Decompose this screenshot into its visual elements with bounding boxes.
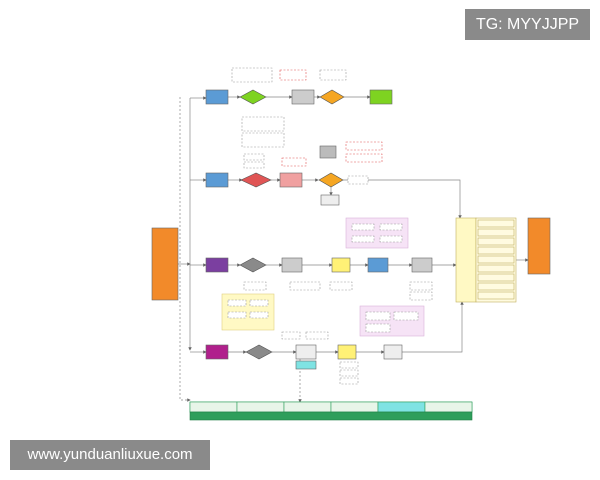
yellow-note-b (249, 299, 269, 307)
watermark-top: TG: MYYJJPP (465, 9, 590, 40)
row2-check (318, 172, 344, 188)
row4-step-c (383, 344, 403, 360)
row2-box-bottom (320, 194, 340, 206)
row3-note-e (243, 281, 267, 291)
row4-step-a (295, 344, 317, 360)
row3-note-f (289, 281, 321, 291)
source-box (151, 227, 179, 301)
row3-note-h (409, 281, 433, 291)
row3-note-c (351, 235, 375, 243)
lower-pink-c (365, 323, 391, 333)
bottom-bar-cell (424, 401, 473, 413)
right-list-item (477, 219, 515, 228)
output-box (527, 217, 551, 275)
lower-pink-a (365, 311, 391, 321)
row2-note-2 (241, 132, 285, 148)
row1-start (205, 89, 229, 105)
row3-step-b (331, 257, 351, 273)
row4-decision (245, 344, 273, 360)
row4-note-c (339, 361, 359, 369)
row1-check (319, 89, 345, 105)
yellow-note-c (227, 311, 247, 319)
row2-note-3 (243, 153, 265, 161)
row4-note-b (305, 331, 329, 340)
row3-note-i (409, 291, 433, 301)
flow-nodes (151, 67, 551, 421)
bottom-bar-cell (330, 401, 379, 413)
row2-note-1 (241, 116, 285, 132)
right-list-item (477, 246, 515, 255)
right-list-item (477, 273, 515, 282)
row3-decision (239, 257, 267, 273)
row4-to-right-col (402, 301, 464, 353)
right-list-item (477, 255, 515, 264)
right-stack-frame (455, 217, 477, 303)
row2-step (279, 172, 303, 188)
bottom-bar-cell (283, 401, 332, 413)
bottom-bar-dark (189, 411, 473, 421)
row4-cyan-tag (295, 360, 317, 370)
row3-step-c (367, 257, 389, 273)
row2-note-5 (281, 157, 307, 167)
row1-note-2 (279, 69, 307, 81)
row2-note-6 (345, 141, 383, 151)
row3-note-a (351, 223, 375, 231)
row1-note-3 (319, 69, 347, 81)
flow-connectors (178, 95, 529, 403)
bottom-bar-cell (189, 401, 238, 413)
row3-step-a (281, 257, 303, 273)
row2-to-right-col (343, 179, 462, 219)
lower-pink-b (393, 311, 419, 321)
row2-note-4 (243, 161, 265, 169)
row4-note-e (339, 377, 359, 385)
bottom-bar-cell (377, 401, 426, 413)
row3-note-g (329, 281, 353, 291)
row1-note-1 (231, 67, 273, 83)
watermark-bottom: www.yunduanliuxue.com (10, 440, 210, 470)
row3-start (205, 257, 229, 273)
row4-step-b (337, 344, 357, 360)
row2-box-top (319, 145, 337, 159)
row3-pink-note (345, 217, 409, 249)
row3-step-d (411, 257, 433, 273)
right-list-item (477, 228, 515, 237)
row3-note-b (379, 223, 403, 231)
outer-dashed-loop (179, 97, 191, 402)
row3-note-d (379, 235, 403, 243)
lower-pink-note (359, 305, 425, 337)
row2-note-8 (347, 175, 369, 185)
yellow-note-a (227, 299, 247, 307)
row1-decision (239, 89, 267, 105)
row2-start (205, 172, 229, 188)
row4-note-a (281, 331, 301, 340)
row4-start (205, 344, 229, 360)
bottom-bar-cell (236, 401, 285, 413)
yellow-note-d (249, 311, 269, 319)
row2-note-7 (345, 153, 383, 163)
right-list-item (477, 264, 515, 273)
row4-note-d (339, 369, 359, 377)
row1-step (291, 89, 315, 105)
right-list-item (477, 291, 515, 300)
right-list-item (477, 282, 515, 291)
row2-decision (240, 172, 272, 188)
right-list-item (477, 237, 515, 246)
row1-end (369, 89, 393, 105)
